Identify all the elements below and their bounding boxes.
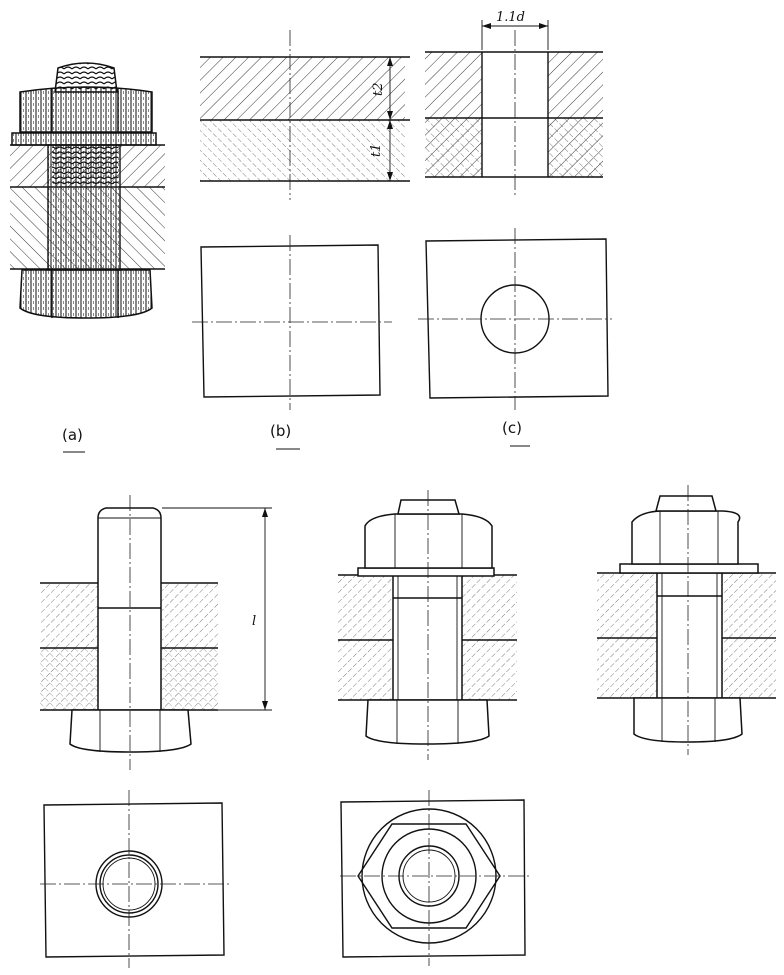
view-f-final [597,485,776,755]
label-c: (c) [502,419,522,437]
dimension-hole-diameter: 1.1d [496,10,525,25]
view-h-plan-nut [340,790,530,966]
label-a: (a) [62,426,83,444]
label-b: (b) [270,422,291,440]
view-c-section [425,20,603,195]
view-b-plan [192,235,392,410]
dimension-bolt-length: l [252,614,256,629]
view-b-section [200,30,410,200]
dimension-t1: t1 [369,144,384,158]
view-a-pictorial [10,62,165,319]
view-g-plan-bolt [40,790,230,968]
view-e-washer-nut [338,490,517,760]
dimension-t2: t2 [371,83,386,97]
view-d-bolt-inserted [40,495,272,770]
view-c-plan [418,228,612,410]
